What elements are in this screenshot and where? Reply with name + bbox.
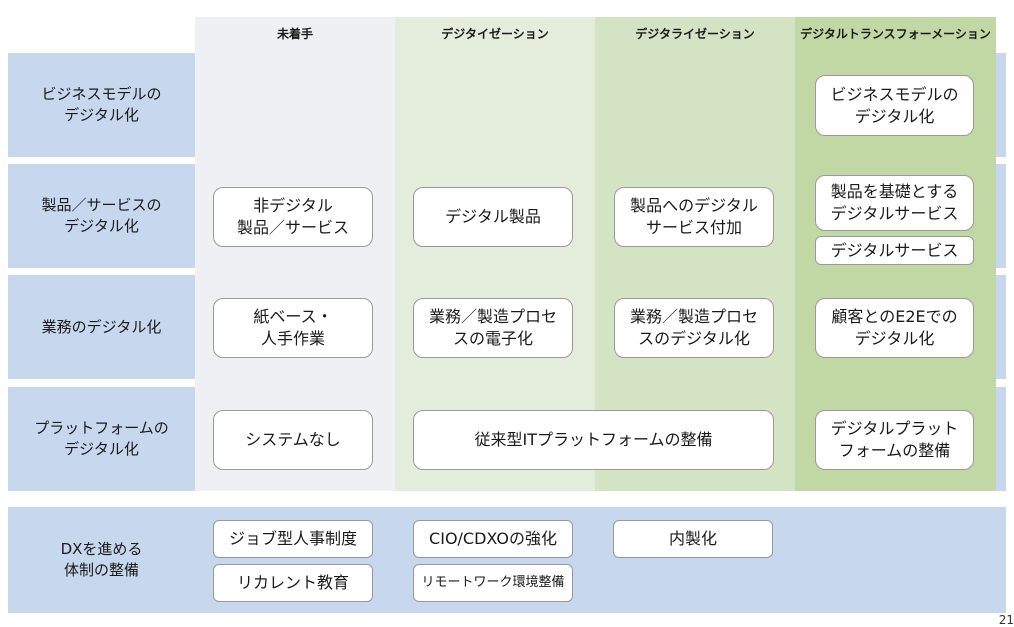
box-business-model-dx: ビジネスモデルの デジタル化 (815, 75, 974, 136)
box-product-digitalization: 製品へのデジタル サービス付加 (614, 187, 774, 247)
box-ops-digitalization: 業務／製造プロセ スのデジタル化 (614, 298, 774, 358)
row-band-platform-right (996, 387, 1006, 491)
column-header-digitalization: デジタライゼーション (635, 27, 755, 41)
box-product-dx-based: 製品を基礎とする デジタルサービス (815, 175, 974, 231)
box-org-job-based-hr: ジョブ型人事制度 (213, 520, 373, 558)
box-platform-dx: デジタルプラット フォームの整備 (815, 410, 974, 470)
box-product-digitization: デジタル製品 (413, 187, 573, 247)
row-label-operations: 業務のデジタル化 (41, 317, 162, 336)
row-band-product-right (996, 164, 1006, 268)
page-number: 21 (998, 613, 1014, 627)
column-header-dx: デジタルトランスフォーメーション (800, 27, 991, 41)
box-org-remote-work: リモートワーク環境整備 (413, 564, 573, 602)
row-label-platform: プラットフォームの デジタル化 (34, 419, 169, 458)
box-product-non-digital: 非デジタル 製品／サービス (213, 187, 373, 247)
box-product-dx-service: デジタルサービス (815, 236, 974, 265)
box-platform-legacy-it: 従来型ITプラットフォームの整備 (413, 410, 774, 470)
box-ops-paper: 紙ベース・ 人手作業 (213, 298, 373, 358)
box-org-recurrent-education: リカレント教育 (213, 564, 373, 602)
row-band-business-model-right (996, 53, 1006, 157)
row-label-organization: DXを進める 体制の整備 (60, 540, 143, 579)
box-ops-digitization: 業務／製造プロセ スの電子化 (413, 298, 573, 358)
box-ops-dx: 顧客とのE2Eでの デジタル化 (815, 298, 974, 358)
box-org-cio-cdxo: CIO/CDXOの強化 (413, 520, 573, 558)
column-header-not-started: 未着手 (276, 27, 313, 41)
box-org-in-house: 内製化 (613, 520, 773, 558)
row-band-product (8, 164, 195, 268)
row-band-platform (8, 387, 195, 491)
row-band-operations (8, 275, 195, 379)
row-band-operations-right (996, 275, 1006, 379)
column-header-digitization: デジタイゼーション (441, 27, 549, 41)
row-label-business-model: ビジネスモデルの デジタル化 (41, 85, 162, 124)
box-platform-none: システムなし (213, 410, 373, 470)
row-label-product: 製品／サービスの デジタル化 (41, 196, 162, 235)
row-band-business-model (8, 53, 195, 157)
